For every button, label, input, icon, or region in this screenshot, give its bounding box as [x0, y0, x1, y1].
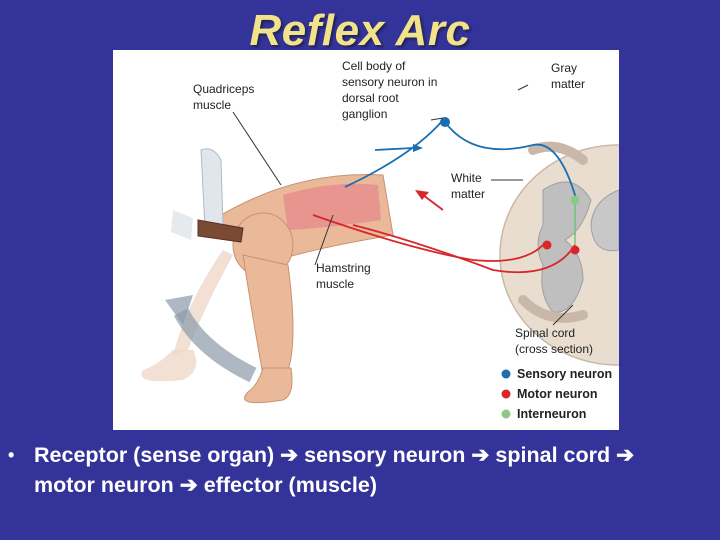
- label-quadriceps-1: Quadriceps: [193, 82, 254, 96]
- bullet-part-spinal: spinal cord: [495, 443, 611, 467]
- arrow-right-icon: ➔: [471, 443, 490, 467]
- label-cellbody-4: ganglion: [342, 107, 387, 121]
- label-spinal-1: Spinal cord: [515, 326, 575, 340]
- label-hamstring-1: Hamstring: [316, 261, 371, 275]
- label-cellbody-1: Cell body of: [342, 59, 406, 73]
- label-cellbody-3: dorsal root: [342, 91, 399, 105]
- sensory-neuron-path: [344, 117, 576, 235]
- diagram-labels: Quadriceps muscle Cell body of sensory n…: [193, 59, 593, 356]
- bullet-part-motor: motor neuron: [34, 473, 174, 497]
- label-spinal-2: (cross section): [515, 342, 593, 356]
- leg-illustration: [141, 174, 394, 404]
- bullet-icon: •: [8, 445, 15, 465]
- legend-dot-sensory: [501, 369, 511, 379]
- label-gray-1: Gray: [551, 61, 577, 75]
- arrow-right-icon: ➔: [280, 443, 299, 467]
- motor-neuron-path: [312, 190, 580, 274]
- legend-label-interneuron: Interneuron: [517, 407, 586, 421]
- bullet-text: Receptor (sense organ) ➔ sensory neuron …: [34, 440, 694, 500]
- bullet-part-effector: effector (muscle): [203, 473, 377, 497]
- legend-dot-motor: [501, 389, 511, 399]
- interneuron-path: [570, 195, 580, 245]
- slide-title: Reflex Arc: [249, 6, 471, 55]
- motion-arrow: [173, 308, 257, 383]
- legend: Sensory neuron Motor neuron Interneuron: [501, 367, 612, 421]
- diagram-canvas: Quadriceps muscle Cell body of sensory n…: [141, 59, 619, 421]
- reflex-hammer: [171, 148, 244, 243]
- legend-label-motor: Motor neuron: [517, 387, 598, 401]
- leader-lines: [232, 84, 574, 326]
- bullet-part-receptor: Receptor (sense organ): [34, 443, 275, 467]
- motion-arrowhead: [165, 295, 193, 325]
- arrow-right-icon: ➔: [616, 443, 635, 467]
- reflex-arc-diagram: Quadriceps muscle Cell body of sensory n…: [113, 50, 619, 430]
- label-gray-2: matter: [551, 77, 585, 91]
- label-white-1: White: [451, 171, 482, 185]
- label-hamstring-2: muscle: [316, 277, 354, 291]
- bullet-point: • Receptor (sense organ) ➔ sensory neuron…: [8, 440, 708, 500]
- label-quadriceps-2: muscle: [193, 98, 231, 112]
- label-cellbody-2: sensory neuron in: [342, 75, 437, 89]
- label-white-2: matter: [451, 187, 485, 201]
- legend-dot-interneuron: [501, 409, 511, 419]
- arrow-right-icon: ➔: [179, 473, 198, 497]
- spinal-cord-cross-section: [499, 141, 619, 366]
- legend-label-sensory: Sensory neuron: [517, 367, 612, 381]
- bullet-part-sensory: sensory neuron: [304, 443, 466, 467]
